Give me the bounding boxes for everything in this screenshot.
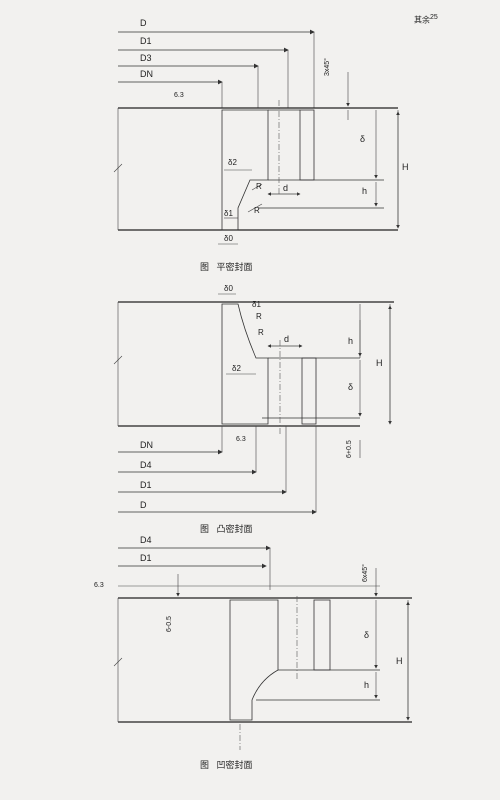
fig2-R1: R <box>256 312 262 321</box>
fig1-d: d <box>283 183 289 193</box>
fig2-delta0: δ0 <box>224 284 233 293</box>
fig3-delta: δ <box>364 630 370 640</box>
fig1-R1: R <box>256 182 262 191</box>
fig1-label-D3: D3 <box>140 53 152 63</box>
fig1-label-D1: D1 <box>140 36 152 46</box>
figure-recessed-face <box>113 545 412 750</box>
fig3-D1: D1 <box>140 553 152 563</box>
fig1-h: h <box>362 186 368 196</box>
fig2-R2: R <box>258 328 264 337</box>
fig3-chamfer: 6x45° <box>362 564 369 582</box>
fig3-caption-prefix: 图 <box>200 760 210 770</box>
fig2-h: h <box>348 336 354 346</box>
fig3-roughness: 6.3 <box>94 582 104 589</box>
fig2-DN: DN <box>140 440 153 450</box>
fig3-D4: D4 <box>140 535 152 545</box>
fig1-delta2: δ2 <box>228 158 237 167</box>
fig2-d: d <box>284 334 290 344</box>
figure-flat-face <box>113 29 400 245</box>
fig2-delta1: δ1 <box>252 300 261 309</box>
fig2-D: D <box>140 500 147 510</box>
fig3-caption: 图 凹密封面 <box>200 758 253 771</box>
fig1-R2: R <box>254 206 260 215</box>
fig2-D4: D4 <box>140 460 152 470</box>
corner-note-value: 25 <box>430 14 438 21</box>
fig1-roughness: 6.3 <box>174 92 184 99</box>
fig1-delta: δ <box>360 134 366 144</box>
fig2-caption: 图 凸密封面 <box>200 522 253 535</box>
fig2-H: H <box>376 358 383 368</box>
fig3-tol: 6-0.5 <box>166 616 173 632</box>
corner-roughness-note: 其余25 <box>414 14 438 26</box>
fig1-delta1: δ1 <box>224 209 233 218</box>
fig1-caption-prefix: 图 <box>200 262 210 272</box>
fig2-delta2: δ2 <box>232 364 241 373</box>
fig2-D1: D1 <box>140 480 152 490</box>
fig1-caption-title: 平密封面 <box>216 262 253 272</box>
figure-raised-face <box>113 293 394 515</box>
fig2-caption-title: 凸密封面 <box>216 524 253 534</box>
fig3-caption-title: 凹密封面 <box>216 760 253 770</box>
fig2-delta: δ <box>348 382 354 392</box>
fig2-roughness: 6.3 <box>236 436 246 443</box>
corner-note-text: 其余 <box>414 15 430 25</box>
fig2-tol: 6+0.5 <box>346 440 353 458</box>
fig1-H: H <box>402 162 409 172</box>
fig1-delta0: δ0 <box>224 234 233 243</box>
fig2-caption-prefix: 图 <box>200 524 210 534</box>
fig3-H: H <box>396 656 403 666</box>
fig3-h: h <box>364 680 370 690</box>
fig1-label-DN: DN <box>140 69 153 79</box>
fig1-caption: 图 平密封面 <box>200 260 253 273</box>
fig1-label-D: D <box>140 18 147 28</box>
fig1-chamfer: 3x45° <box>324 58 331 76</box>
